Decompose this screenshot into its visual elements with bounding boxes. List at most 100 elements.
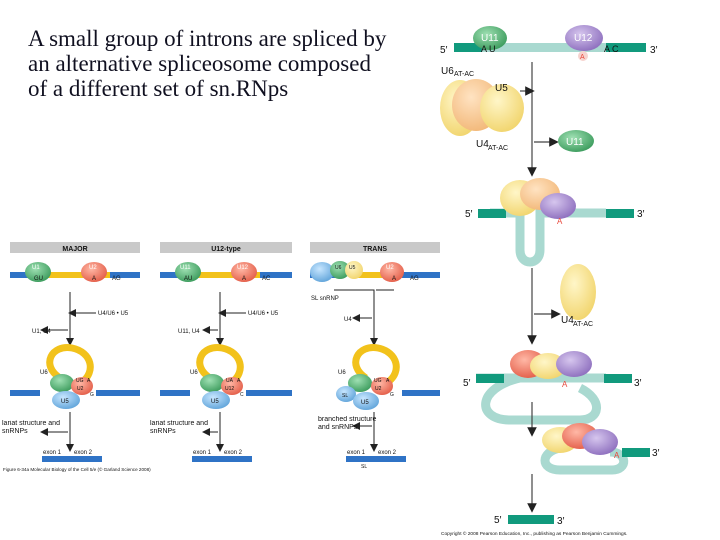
exon-1-bar: [10, 390, 40, 396]
exon-2-bar: [96, 390, 140, 396]
u12-label: U12: [574, 33, 593, 44]
u11-label: U11: [481, 33, 499, 44]
snrnp-label: U2: [386, 265, 394, 271]
five-prime-label: 5′: [463, 378, 471, 389]
snrnp-label: U2: [89, 265, 97, 271]
intron-bar: [40, 272, 110, 278]
u5-snrnp: [202, 391, 230, 409]
three-prime-label: 3′: [637, 209, 645, 220]
sl-snrnp: [336, 386, 356, 402]
exon-label: exon 1: [193, 450, 212, 456]
complex-part: G: [90, 392, 94, 398]
u4-label: U4: [561, 315, 574, 326]
u11-snrnp: [558, 130, 594, 152]
exon-1-bar: [160, 390, 190, 396]
intron-loop: [46, 344, 94, 385]
spliced-mrna: [508, 515, 554, 524]
snrnp-label: U5: [349, 265, 356, 271]
u5-snrnp: [353, 392, 379, 410]
exon-2-bar: [260, 272, 292, 278]
u4-label: U4: [476, 139, 489, 150]
snrnp-label: U6: [335, 265, 342, 271]
panel-u12-type: U12-type U11 U12 AU A AC U4/U6 • U5 U11,…: [150, 242, 292, 462]
exon-label: exon 2: [378, 450, 397, 456]
complex-part: U2: [375, 386, 382, 392]
exon-3: [606, 209, 634, 218]
exon-3: [622, 448, 650, 457]
complex-part: U5: [211, 399, 219, 405]
copyright-credit: Copyright © 2008 Pearson Education, Inc.…: [441, 530, 627, 537]
exon-label: exon 2: [74, 450, 93, 456]
exon-3: [604, 374, 632, 383]
result-label: branched structure and snRNPs: [318, 416, 377, 431]
snrnp-label: U12: [237, 265, 249, 271]
branch-a-label: A: [557, 217, 563, 226]
u11-snrnp: [175, 262, 201, 282]
u11-out-label: U11: [566, 137, 584, 148]
three-prime-label: 3′: [557, 516, 565, 527]
complex-part: UG: [374, 378, 382, 384]
intron-loop: [196, 344, 244, 385]
intron-fold: [490, 208, 606, 267]
u5-snrnp: [530, 353, 566, 379]
u5-snrnp: [480, 84, 524, 132]
complex-part: A: [237, 378, 241, 384]
spliced-exon-1: [42, 456, 72, 462]
u6-snrnp: [200, 374, 224, 392]
panel-header: TRANS: [363, 246, 387, 253]
snrnp-label: U1: [32, 265, 40, 271]
exon-5: [478, 209, 506, 218]
exon-label: exon 1: [347, 450, 366, 456]
complex-part: U2: [77, 386, 84, 392]
splice-site-label: AC: [262, 276, 271, 282]
u12-snrnp: [221, 377, 243, 395]
u12-snrnp: [582, 429, 618, 455]
u2-snrnp: [81, 262, 107, 282]
splice-site-label: AG: [112, 276, 121, 282]
panel-header: U12-type: [211, 246, 241, 253]
intron-loop: [352, 344, 400, 385]
spliced-exon-1: [346, 456, 376, 462]
complex-part: U5: [361, 400, 369, 406]
complex-part: A: [386, 378, 390, 384]
branch-point-label: A: [92, 276, 96, 282]
complex-part: U12: [225, 386, 234, 392]
step-leaving-label: U1, U4: [32, 329, 51, 335]
sl-mark: SL: [361, 464, 367, 470]
complex-top-label: U6: [190, 370, 198, 376]
three-prime-label: 3′: [634, 378, 642, 389]
step-joining-label: U4: [344, 317, 352, 323]
intron-bar: [352, 272, 402, 278]
sl-snrnp-label: SL snRNP: [311, 296, 339, 302]
u11-snrnp: [473, 26, 507, 50]
ac-site-label: A C: [604, 44, 619, 54]
branch-point: [578, 51, 588, 61]
spliced-exon-2: [222, 456, 252, 462]
lariat-intron: [476, 373, 606, 425]
u1-snrnp: [25, 262, 51, 282]
right-figure: U11 U12 A U A C A 5′ 3′ U6 AT-AC U5 U4 A…: [440, 25, 660, 537]
complex-part: C: [240, 392, 244, 398]
u2-snrnp: [380, 262, 404, 282]
step-joining-label: U4/U6 • U5: [248, 311, 279, 317]
u12-snrnp: [565, 25, 603, 51]
u4-sub-label: AT-AC: [488, 145, 508, 152]
complex-part: A: [87, 378, 91, 384]
branch-point-label: A: [392, 276, 396, 282]
u12-snrnp: [556, 351, 592, 377]
intron-bar: [190, 272, 260, 278]
exon-1-bar: [10, 272, 40, 278]
splice-site-label: GU: [34, 276, 43, 282]
u12-snrnp: [540, 193, 576, 219]
u6-snrnp: [330, 261, 350, 279]
complex-part: G: [390, 392, 394, 398]
spliced-exon-1: [192, 456, 222, 462]
splice-site-label: AU: [184, 276, 192, 282]
u5-snrnp: [345, 261, 363, 279]
three-prime-label: 3′: [650, 45, 658, 56]
u6-snrnp: [348, 374, 372, 392]
exon-label: exon 2: [224, 450, 243, 456]
complex-part: UG: [76, 378, 84, 384]
lariat-intron: [540, 443, 629, 475]
five-prime-label: 5′: [465, 209, 473, 220]
